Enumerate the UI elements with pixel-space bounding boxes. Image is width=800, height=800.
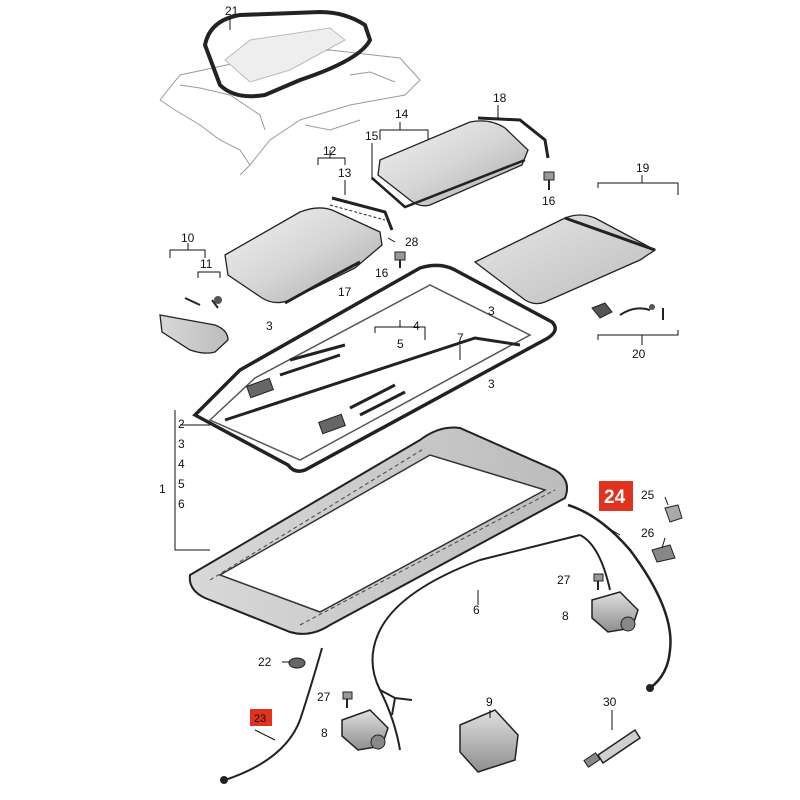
label-5b: 5 bbox=[178, 477, 185, 491]
clip-26 bbox=[651, 544, 676, 563]
glass-panel-12 bbox=[224, 196, 394, 304]
label-16-mid: 16 bbox=[375, 266, 389, 280]
svg-text:24: 24 bbox=[604, 487, 626, 508]
label-4b: 4 bbox=[178, 457, 185, 471]
label-3d: 3 bbox=[178, 437, 185, 451]
label-4a: 4 bbox=[413, 319, 420, 333]
highlight-label-23: 23 bbox=[250, 709, 272, 726]
svg-text:23: 23 bbox=[254, 713, 266, 725]
label-20: 20 bbox=[632, 347, 646, 361]
label-30: 30 bbox=[603, 695, 617, 709]
label-18: 18 bbox=[493, 91, 507, 105]
deflector-strip-18 bbox=[477, 116, 550, 159]
clip-25 bbox=[664, 504, 683, 523]
label-3c: 3 bbox=[488, 377, 495, 391]
seal-strip-17 bbox=[284, 260, 361, 305]
label-3a: 3 bbox=[266, 319, 273, 333]
label-21: 21 bbox=[225, 4, 239, 18]
label-16-top: 16 bbox=[542, 194, 556, 208]
label-3b: 3 bbox=[488, 304, 495, 318]
motor-8-left bbox=[341, 709, 389, 751]
drain-hose-24 bbox=[567, 503, 672, 692]
label-8-right: 8 bbox=[562, 609, 569, 623]
side-trim-10 bbox=[159, 296, 229, 354]
label-28: 28 bbox=[405, 235, 419, 249]
label-2: 2 bbox=[178, 417, 185, 431]
label-15: 15 bbox=[365, 129, 379, 143]
glass-panel-14 bbox=[371, 120, 529, 209]
motor-8-right bbox=[591, 591, 639, 633]
leader-lines bbox=[169, 18, 679, 741]
label-9: 9 bbox=[486, 695, 493, 709]
label-27-left: 27 bbox=[317, 690, 331, 704]
label-1: 1 bbox=[159, 482, 166, 496]
label-8-left: 8 bbox=[321, 726, 328, 740]
label-26: 26 bbox=[641, 526, 655, 540]
screw-27-right bbox=[593, 573, 604, 590]
label-25: 25 bbox=[641, 488, 655, 502]
label-10: 10 bbox=[181, 231, 195, 245]
shade-parts-20 bbox=[591, 302, 664, 320]
screw-27-left bbox=[342, 691, 353, 708]
label-13: 13 bbox=[338, 166, 352, 180]
label-17: 17 bbox=[338, 285, 352, 299]
label-5a: 5 bbox=[397, 337, 404, 351]
label-6b: 6 bbox=[473, 603, 480, 617]
label-22: 22 bbox=[258, 655, 272, 669]
control-module-9 bbox=[459, 709, 519, 773]
label-11: 11 bbox=[200, 257, 213, 271]
drain-hose-23 bbox=[220, 647, 323, 784]
screw-16-mid bbox=[394, 251, 406, 268]
part-labels: 21 14 15 18 16 12 13 28 16 17 10 11 19 2… bbox=[159, 4, 655, 740]
label-14: 14 bbox=[395, 107, 409, 121]
highlight-label-24: 24 bbox=[599, 481, 633, 511]
label-27-right: 27 bbox=[557, 573, 571, 587]
label-7: 7 bbox=[457, 331, 464, 345]
sunshade-19 bbox=[473, 214, 657, 305]
grommet-22 bbox=[288, 657, 306, 669]
label-6a: 6 bbox=[178, 497, 185, 511]
outer-seal-3 bbox=[192, 263, 557, 473]
grease-tube-30 bbox=[583, 728, 642, 768]
mechanism-parts-4-5 bbox=[246, 343, 406, 435]
label-12: 12 bbox=[323, 144, 337, 158]
sunroof-frame-1 bbox=[188, 426, 568, 635]
wiring-harness-6 bbox=[371, 534, 611, 751]
guide-rail-7 bbox=[224, 336, 521, 422]
inner-seal-2 bbox=[208, 284, 532, 461]
screw-16-top bbox=[543, 171, 555, 190]
roof-seal-21 bbox=[202, 9, 373, 99]
label-19: 19 bbox=[636, 161, 650, 175]
